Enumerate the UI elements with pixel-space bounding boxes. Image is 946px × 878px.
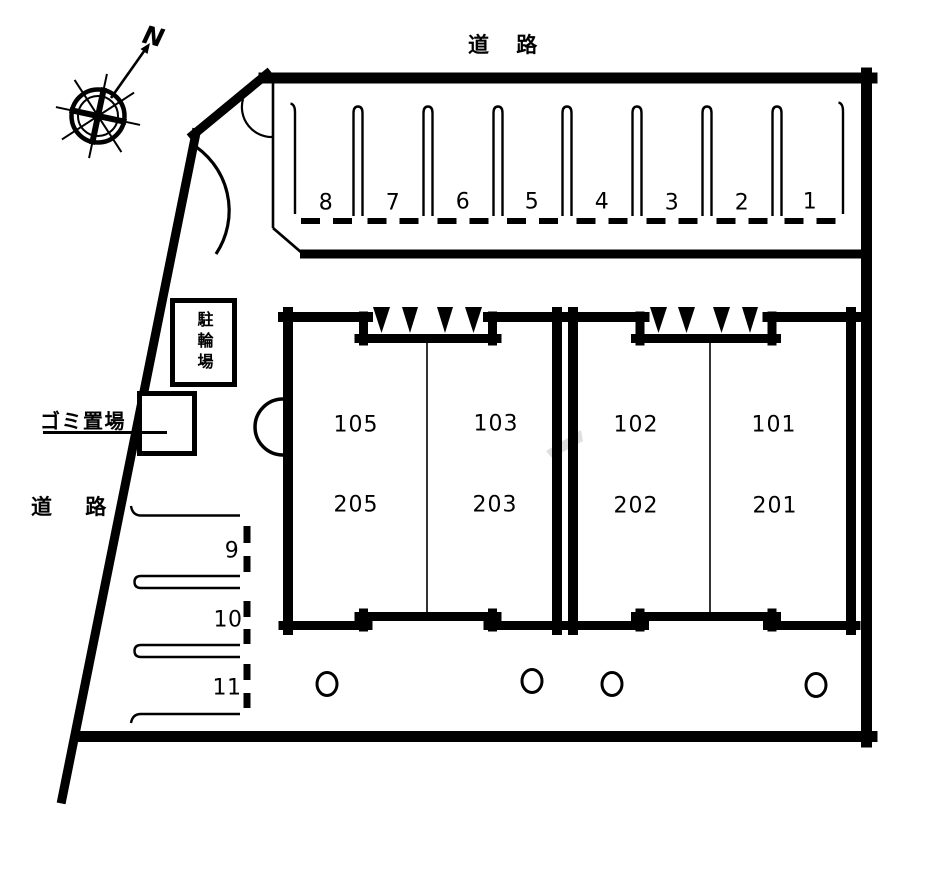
compass-rose <box>55 73 141 159</box>
stall-number: 2 <box>734 190 750 216</box>
parking-lot-main <box>271 83 867 259</box>
entrance-markers <box>373 307 482 333</box>
stall-number: 4 <box>594 189 610 215</box>
garbage-area-label: ゴミ置場 <box>40 409 126 433</box>
road-label-left: 道 路 <box>31 495 120 519</box>
bicycle-parking-label: 駐輪場 <box>194 311 214 374</box>
stall-number: 1 <box>802 189 818 215</box>
stall-number: 8 <box>318 190 334 216</box>
building-left-outline <box>253 307 567 635</box>
gate-swing-arcs <box>189 98 274 255</box>
site-boundary <box>56 67 878 805</box>
stall-number: 10 <box>213 607 243 633</box>
room-number: 102 <box>613 412 659 438</box>
room-number: 101 <box>751 412 797 438</box>
entrance-markers <box>650 307 758 333</box>
side-stop-dashes <box>243 526 251 708</box>
room-number: 103 <box>473 411 519 437</box>
road-label-top: 道 路 <box>468 33 548 57</box>
stall-number: 3 <box>664 190 680 216</box>
stall-number: 9 <box>224 538 240 564</box>
bicycle-parking-box: 駐輪場 <box>170 298 237 387</box>
north-arrow <box>109 43 150 99</box>
parking-lot-side <box>129 505 251 724</box>
room-number: 202 <box>613 493 659 519</box>
stop-line-dashes <box>301 218 836 224</box>
garbage-area-box <box>137 391 197 456</box>
ground-circles <box>315 668 828 698</box>
building-right-outline <box>563 307 861 635</box>
stall-number: 11 <box>212 675 242 701</box>
room-number: 105 <box>333 412 379 438</box>
garbage-label-underline <box>43 431 167 434</box>
door-swing-arc <box>253 397 285 457</box>
stall-number: 7 <box>385 190 401 216</box>
stall-number: 6 <box>455 189 471 215</box>
room-number: 203 <box>472 492 518 518</box>
room-number: 201 <box>752 493 798 519</box>
stall-number: 5 <box>524 189 540 215</box>
room-number: 205 <box>333 492 379 518</box>
